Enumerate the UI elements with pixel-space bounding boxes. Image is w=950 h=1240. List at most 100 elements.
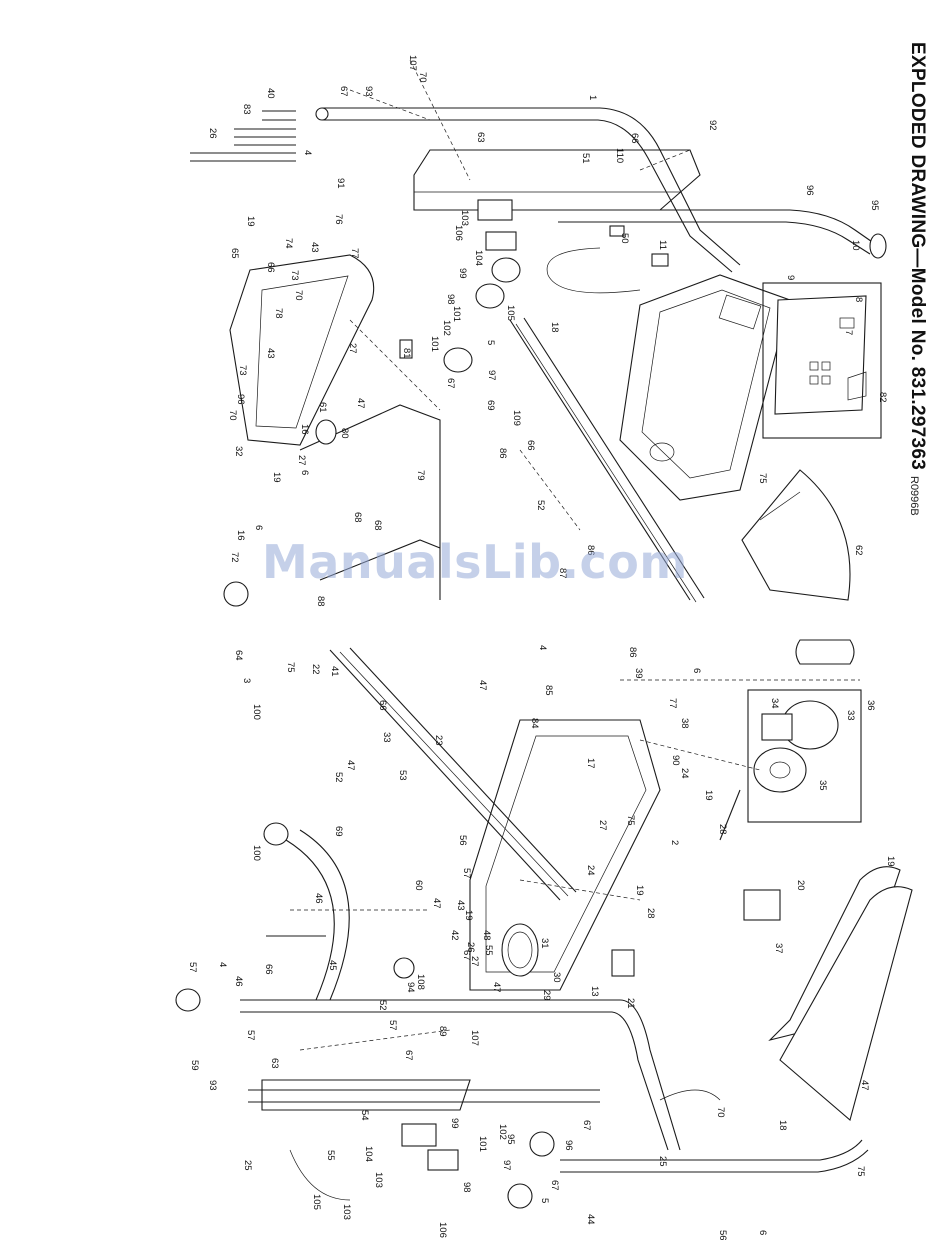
- part-label-52: 52: [333, 772, 344, 783]
- part-label-50: 50: [619, 233, 630, 244]
- part-label-97: 97: [501, 1160, 512, 1171]
- part-label-6: 6: [299, 470, 310, 475]
- panel-overlay-82: [847, 371, 867, 401]
- part-label-75: 75: [757, 473, 768, 484]
- part-label-47: 47: [859, 1080, 870, 1091]
- wire-harness-2: [659, 1089, 721, 1101]
- part-label-66: 66: [263, 964, 274, 975]
- part-label-95: 95: [869, 200, 880, 211]
- part-label-76: 76: [333, 214, 344, 225]
- part-label-109: 109: [511, 410, 522, 426]
- wheel-56: [263, 822, 289, 846]
- part-label-52: 52: [377, 1000, 388, 1011]
- upper-base-frame-lower: [319, 539, 441, 581]
- part-label-45: 45: [327, 960, 338, 971]
- part-label-4: 4: [537, 645, 548, 650]
- wire-loop: [546, 247, 641, 294]
- drive-belt: [501, 923, 539, 977]
- part-label-33: 33: [845, 710, 856, 721]
- drive-belt-inner: [507, 931, 533, 969]
- part-label-19: 19: [634, 885, 645, 896]
- part-label-27: 27: [296, 455, 307, 466]
- side-rail-lower: [329, 649, 561, 901]
- part-label-99: 99: [457, 268, 468, 279]
- part-label-103: 103: [341, 1204, 352, 1220]
- tube-end-cap: [315, 107, 329, 121]
- part-label-47: 47: [345, 760, 356, 771]
- part-label-16: 16: [235, 530, 246, 541]
- part-label-8: 8: [853, 297, 864, 302]
- part-label-101: 101: [451, 306, 462, 322]
- part-label-47: 47: [355, 398, 366, 409]
- roller-99-lower: [507, 1183, 533, 1209]
- part-label-86: 86: [627, 647, 638, 658]
- part-label-29: 29: [541, 990, 552, 1001]
- base-tube-left-2: [240, 1011, 669, 1151]
- part-label-53: 53: [397, 770, 408, 781]
- deck-frame: [469, 719, 661, 991]
- part-label-57: 57: [387, 1020, 398, 1031]
- part-label-74: 74: [283, 238, 294, 249]
- part-label-4: 4: [302, 150, 313, 155]
- part-label-106: 106: [453, 225, 464, 241]
- part-label-68: 68: [352, 512, 363, 523]
- part-label-54: 54: [359, 1110, 370, 1121]
- part-label-97: 97: [486, 370, 497, 381]
- part-label-25: 25: [657, 1156, 668, 1167]
- part-label-32: 32: [233, 446, 244, 457]
- part-label-57: 57: [461, 868, 472, 879]
- part-label-86: 86: [497, 448, 508, 459]
- handrail-lower-2: [560, 1149, 869, 1173]
- upper-assembly: [190, 59, 887, 607]
- watermark: ManualsLib.com: [262, 535, 688, 589]
- part-label-28: 28: [717, 824, 728, 835]
- part-label-88: 88: [315, 596, 326, 607]
- part-label-61: 61: [317, 402, 328, 413]
- roller-97-lower: [529, 1131, 555, 1157]
- roller-99: [491, 257, 521, 283]
- explode-line: [409, 59, 471, 181]
- wire-harness: [289, 1149, 351, 1201]
- console-panel: [774, 295, 867, 415]
- part-label-92: 92: [707, 120, 718, 131]
- explode-line: [349, 89, 431, 121]
- part-label-16: 16: [299, 424, 310, 435]
- part-label-18: 18: [549, 322, 560, 333]
- part-label-17: 17: [585, 758, 596, 769]
- part-label-108: 108: [415, 974, 426, 990]
- part-label-19: 19: [463, 910, 474, 921]
- part-label-28: 28: [645, 908, 656, 919]
- part-label-72: 72: [229, 552, 240, 563]
- part-label-103: 103: [373, 1172, 384, 1188]
- part-label-40: 40: [265, 88, 276, 99]
- console-panel-box: [762, 282, 882, 439]
- side-rail-lower-2: [349, 647, 577, 893]
- motor-detail-box: [747, 689, 862, 823]
- part-label-66: 66: [377, 700, 388, 711]
- part-label-70: 70: [293, 290, 304, 301]
- handrail-tube: [558, 209, 879, 247]
- explode-line: [299, 1029, 451, 1051]
- bracket-103-lower: [401, 1123, 437, 1147]
- lower-frame-curve-2: [285, 839, 335, 1001]
- part-label-101: 101: [477, 1136, 488, 1152]
- part-label-5: 5: [539, 1198, 550, 1203]
- console-display-window: [718, 294, 762, 330]
- part-label-77: 77: [667, 698, 678, 709]
- part-label-37: 37: [773, 943, 784, 954]
- part-label-6: 6: [253, 525, 264, 530]
- part-label-99: 99: [449, 1118, 460, 1129]
- part-label-6: 6: [757, 1230, 768, 1235]
- part-label-41: 41: [329, 666, 340, 677]
- part-label-67: 67: [445, 378, 456, 389]
- plate-50: [609, 225, 625, 237]
- roller-97: [443, 347, 473, 373]
- part-label-102: 102: [497, 1124, 508, 1140]
- part-label-79: 79: [415, 470, 426, 481]
- part-label-20: 20: [795, 880, 806, 891]
- part-label-83: 83: [241, 104, 252, 115]
- part-label-56: 56: [717, 1230, 728, 1240]
- bracket-104-lower: [427, 1149, 459, 1171]
- part-label-70: 70: [715, 1107, 726, 1118]
- switch-81: [399, 339, 413, 359]
